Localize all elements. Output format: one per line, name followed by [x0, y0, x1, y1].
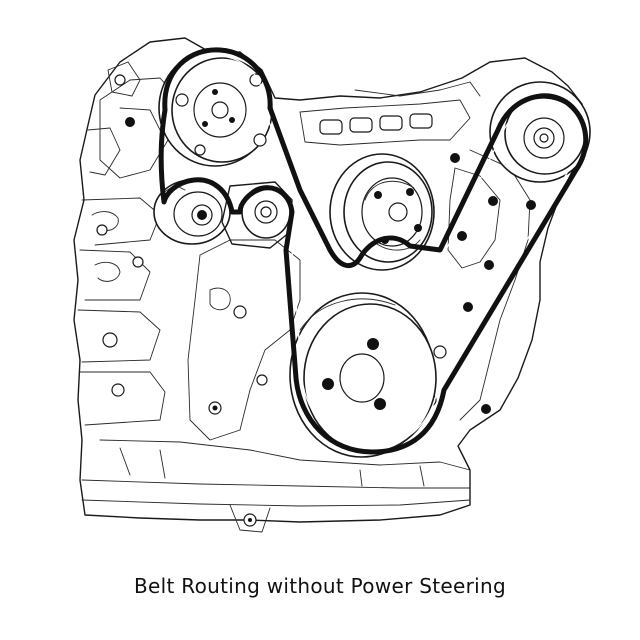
diagram-caption: Belt Routing without Power Steering — [134, 574, 506, 598]
engine-diagram — [73, 37, 591, 533]
belt-routing-svg — [73, 37, 591, 533]
idler-pulley — [153, 179, 231, 245]
alternator-pulley — [158, 49, 273, 167]
water-pump-pulley — [329, 153, 435, 271]
engine-block — [73, 37, 587, 533]
serpentine-belt — [158, 47, 589, 455]
crankshaft-pulley — [289, 292, 437, 458]
